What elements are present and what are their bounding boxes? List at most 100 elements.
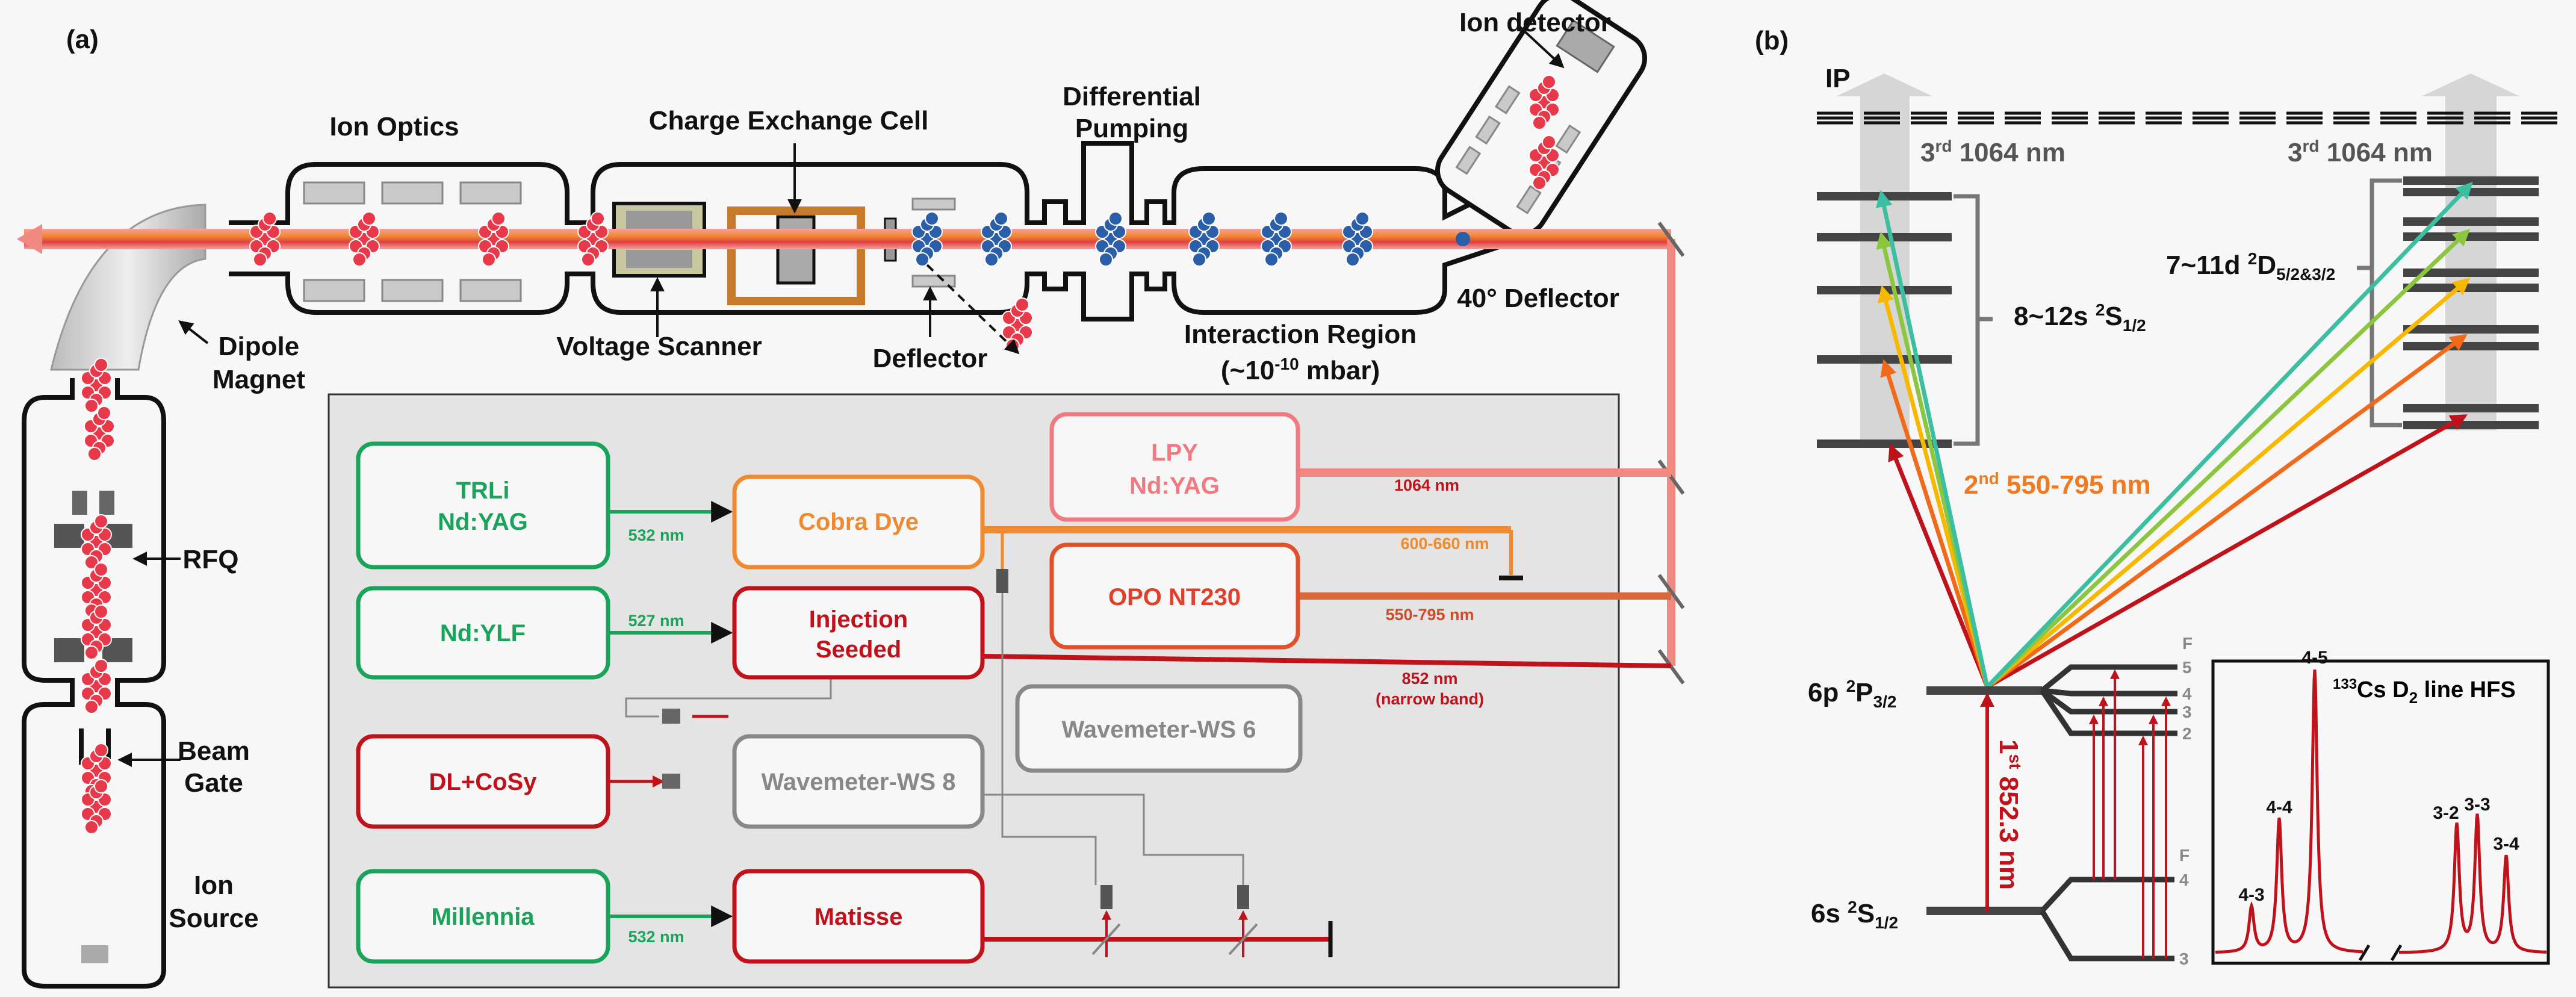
- hfs-inset-title: 133Cs D2 line HFS: [2333, 676, 2516, 707]
- pressure-label: (~10-10 mbar): [1221, 355, 1380, 385]
- ion-bunch-red: [349, 211, 380, 267]
- f-upper-5: 5: [2182, 658, 2192, 677]
- laser-cobra-dye: Cobra Dye: [732, 474, 985, 570]
- atom-bunch-blue: [1261, 211, 1292, 267]
- dipole-pointer: [178, 320, 209, 344]
- ion-bunch-red: [478, 211, 509, 267]
- d-series-bracket: [2357, 178, 2402, 427]
- atom-bunch-blue: [1456, 232, 1470, 246]
- wl-narrow-band: (narrow band): [1376, 690, 1484, 708]
- wavemeter-ws8: Wavemeter-WS 8: [732, 734, 985, 829]
- dipole-label-1: Dipole: [219, 332, 299, 361]
- ion-source-label-1: Ion: [194, 871, 234, 900]
- beam-gate-label-2: Gate: [184, 768, 243, 798]
- panel-b-label: (b): [1755, 26, 1789, 55]
- laser-ndylf: Nd:YLF: [356, 586, 610, 680]
- wl-550-795: 550-795 nm: [1385, 606, 1474, 624]
- laser-paths: [608, 468, 1672, 957]
- atom-bunch-blue: [1095, 211, 1126, 267]
- ion-optics-electrodes: [303, 181, 522, 302]
- atom-bunch-blue: [1342, 211, 1373, 267]
- wl-1064: 1064 nm: [1394, 476, 1459, 494]
- lpy-label-2: Nd:YAG: [1129, 473, 1220, 499]
- third-step-left-label: 3rd 1064 nm: [1920, 137, 2065, 167]
- ion-bunch-red: [81, 779, 112, 834]
- charge-exchange-cell-label: Charge Exchange Cell: [649, 106, 929, 135]
- ion-source-label-2: Source: [169, 904, 258, 933]
- hfs-levels: [1926, 664, 2177, 961]
- f-upper-2: 2: [2182, 724, 2192, 743]
- atom-bunch-blue: [911, 211, 943, 267]
- deflector-plate-top: [911, 197, 956, 211]
- deflector-label: Deflector: [873, 344, 988, 373]
- ion-bunch-red: [81, 604, 112, 660]
- d-series-levels: [2403, 176, 2539, 429]
- laser-lpy: LPY Nd:YAG: [1049, 412, 1300, 522]
- laser-injection-seeded: Injection Seeded: [732, 586, 985, 680]
- f-quantum-numbers: F 5 4 3 2 F 4 3: [2179, 634, 2193, 968]
- ws8-label: Wavemeter-WS 8: [761, 769, 955, 795]
- s-series-label: 8~12s 2S1/2: [2014, 300, 2146, 335]
- axis-break-marks: [2358, 944, 2403, 961]
- mirrors: [1657, 222, 1685, 685]
- excitation-arrow-s: [1880, 359, 1990, 688]
- f-lower-4: 4: [2179, 871, 2189, 889]
- beam-gate-label-1: Beam: [178, 736, 250, 766]
- peak-label: 3-2: [2433, 803, 2459, 823]
- wl-600-660: 600-660 nm: [1400, 535, 1489, 553]
- wl-527: 527 nm: [628, 612, 684, 630]
- wl-852: 852 nm: [1401, 669, 1457, 688]
- ionization-arrow-right: [2421, 73, 2520, 430]
- laser-dl-cosy: DL+CoSy: [356, 734, 610, 829]
- laser-trli: TRLi Nd:YAG: [356, 441, 610, 570]
- wl-532-millennia: 532 nm: [628, 928, 684, 946]
- f-lower-3: 3: [2179, 949, 2189, 968]
- rfq-label: RFQ: [183, 545, 239, 574]
- third-step-right-label: 3rd 1064 nm: [2288, 137, 2433, 167]
- excitation-arrow-d: [1986, 414, 2468, 689]
- dl-label: DL+CoSy: [429, 769, 538, 795]
- differential-pumping-label-1: Differential: [1063, 82, 1201, 111]
- ion-bunch-red: [81, 514, 112, 570]
- atom-bunch-blue: [981, 211, 1012, 267]
- ion-bunch-red: [84, 406, 115, 461]
- atom-bunch-blue: [1188, 211, 1220, 267]
- s-series-bracket: [1954, 194, 1993, 446]
- dipole-label-2: Magnet: [213, 365, 305, 394]
- ion-bunch-red: [81, 358, 112, 413]
- spectrum-trace: [2399, 813, 2547, 954]
- peak-label: 4-5: [2301, 648, 2327, 668]
- ion-optics-label: Ion Optics: [329, 112, 459, 141]
- d-series-label: 7~11d 2D5/2&3/2: [2166, 249, 2335, 284]
- beam-exit-arrow-icon: [17, 224, 42, 254]
- injection-label-1: Injection: [809, 606, 908, 633]
- p32-level-label: 6p 2P3/2: [1808, 677, 1896, 711]
- excitation-arrow-s: [1876, 190, 1990, 688]
- injection-label-2: Seeded: [816, 636, 901, 663]
- ion-bunch-red: [81, 659, 112, 714]
- ion-bunch-red: [577, 211, 609, 267]
- f-lower-label: F: [2179, 846, 2190, 865]
- laser-beam-collinear: [24, 229, 1671, 249]
- laser-matisse: Matisse: [732, 869, 985, 964]
- lpy-label-1: LPY: [1151, 439, 1198, 466]
- trli-label-2: Nd:YAG: [438, 509, 528, 535]
- deflected-beam-path: [926, 264, 1020, 355]
- hfs-spectrum-inset: [2211, 659, 2550, 965]
- spectrum-trace: [2215, 669, 2363, 954]
- ion-bunch-red: [1529, 135, 1560, 190]
- matisse-label: Matisse: [815, 904, 903, 930]
- first-step-label: 1st 852.3 nm: [1994, 739, 2025, 890]
- f-upper-label: F: [2182, 634, 2193, 653]
- ndylf-label: Nd:YLF: [440, 620, 526, 647]
- deflector-40-label: 40° Deflector: [1457, 284, 1619, 313]
- f-upper-4: 4: [2182, 685, 2192, 703]
- s12-level-label: 6s 2S1/2: [1811, 898, 1898, 932]
- wl-532-trli: 532 nm: [628, 526, 684, 544]
- excitation-arrow-d: [1985, 229, 2471, 689]
- second-step-label: 2nd 550-795 nm: [1964, 469, 2151, 500]
- laser-millennia: Millennia: [356, 869, 610, 964]
- excitation-arrow-d: [1985, 181, 2473, 689]
